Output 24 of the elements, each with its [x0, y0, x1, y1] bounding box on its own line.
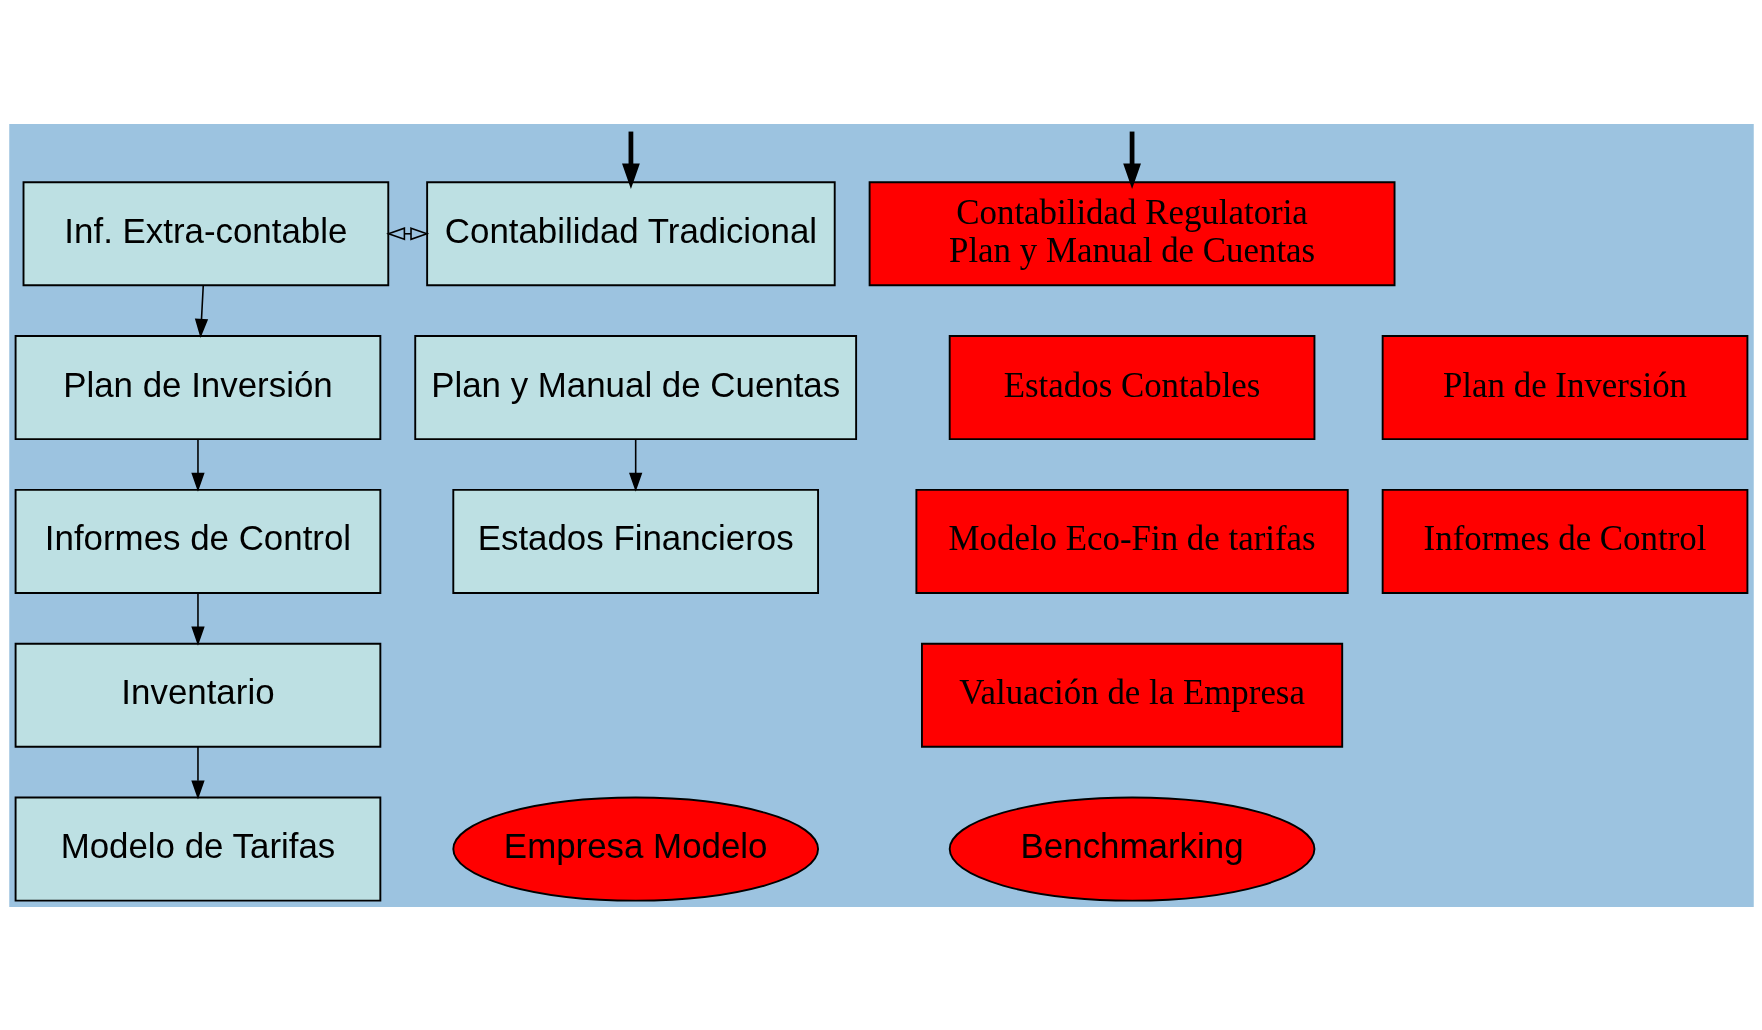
node-box: Modelo de Tarifas: [14, 796, 381, 902]
node-box: Plan de Inversión: [1381, 334, 1748, 440]
node-box: Informes de Control: [1381, 488, 1748, 594]
arrow: [385, 226, 429, 240]
node-box: Modelo Eco-Fin de tarifas: [914, 488, 1349, 594]
node-ellipse: Empresa Modelo: [451, 796, 819, 902]
arrow: [190, 745, 205, 799]
arrow: [621, 131, 640, 189]
node-box: Valuación de la Empresa: [920, 642, 1343, 748]
node-box: Inventario: [14, 642, 381, 748]
node-box: Plan y Manual de Cuentas: [413, 334, 857, 440]
arrow: [194, 284, 208, 338]
node-ellipse: Benchmarking: [948, 796, 1315, 902]
node-box: Estados Financieros: [451, 488, 819, 594]
node-box: Estados Contables: [948, 334, 1315, 440]
node-box: Informes de Control: [14, 488, 381, 594]
node-box: Plan de Inversión: [14, 334, 381, 440]
node-box: Inf. Extra-contable: [22, 180, 389, 286]
arrow: [190, 591, 205, 646]
node-box: Contabilidad Regulatoria Plan y Manual de Cuentas: [868, 180, 1395, 286]
arrow: [190, 438, 205, 492]
arrow: [1122, 131, 1141, 189]
node-box: Contabilidad Tradicional: [425, 180, 836, 286]
arrow: [628, 438, 642, 492]
